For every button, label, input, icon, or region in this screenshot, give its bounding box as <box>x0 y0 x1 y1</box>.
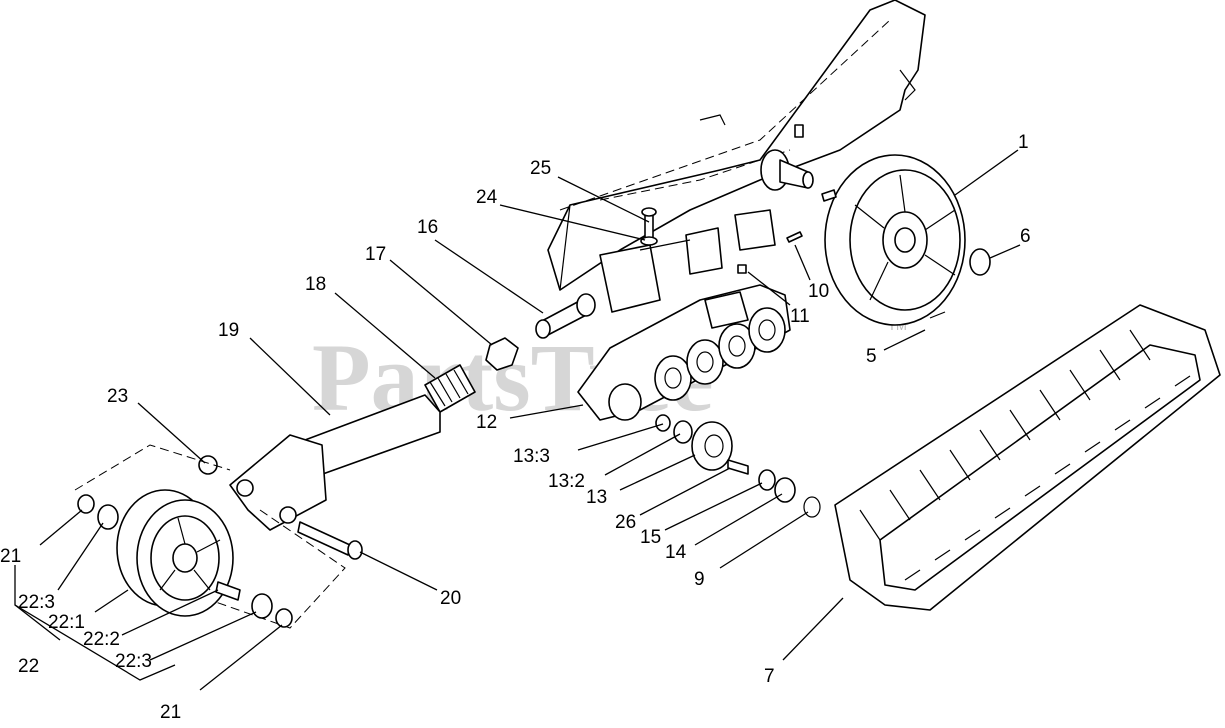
callout-22-3-bottom: 22:3 <box>115 651 152 672</box>
bolt-26 <box>727 459 749 475</box>
callout-numbers: 1 5 6 7 9 10 11 12 13:3 13:2 13 26 15 14… <box>0 132 1031 723</box>
callout-20: 20 <box>440 588 461 609</box>
sprocket-nut <box>969 248 991 276</box>
callout-5: 5 <box>866 346 877 367</box>
callout-21-top: 21 <box>0 546 21 567</box>
roller-bogie <box>577 284 791 421</box>
callout-22-3-top: 22:3 <box>18 592 55 613</box>
callout-22-1: 22:1 <box>48 612 85 633</box>
square-nut-17 <box>485 337 519 371</box>
callout-25: 25 <box>530 158 551 179</box>
washer-13-3 <box>655 414 671 432</box>
cap-14 <box>774 477 796 503</box>
nut-23 <box>198 455 218 475</box>
tension-shaft <box>535 293 596 339</box>
callout-21-bottom: 21 <box>160 702 181 723</box>
track-frame <box>547 0 926 291</box>
spacer-22-2 <box>215 581 241 601</box>
rubber-track <box>834 304 1221 611</box>
callout-13-2: 13:2 <box>548 471 585 492</box>
mount-bracket <box>599 209 776 313</box>
roller-13 <box>691 421 733 471</box>
roller-13-bore <box>704 434 724 458</box>
callout-6: 6 <box>1020 226 1031 247</box>
callout-11: 11 <box>790 306 810 327</box>
callout-1: 1 <box>1018 132 1029 153</box>
callout-22-2: 22:2 <box>83 629 120 650</box>
callout-17: 17 <box>365 244 386 265</box>
washer-21-bottom <box>275 608 293 628</box>
callout-18: 18 <box>305 274 326 295</box>
idler-wheel <box>116 489 234 617</box>
callout-13-3: 13:3 <box>513 446 550 467</box>
bearing-22-3-bottom <box>251 593 273 619</box>
bearing-13-2 <box>673 420 693 444</box>
callout-23: 23 <box>107 386 128 407</box>
washer-21-top <box>77 494 95 514</box>
callout-12: 12 <box>476 412 497 433</box>
tension-spring <box>424 364 476 413</box>
retaining-ring-9 <box>803 496 821 518</box>
washer-15 <box>758 469 776 491</box>
bolt-20 <box>297 521 363 560</box>
callout-22: 22 <box>18 656 39 677</box>
callout-16: 16 <box>417 217 438 238</box>
leader-lines <box>14 149 1021 691</box>
drive-sprocket <box>824 154 966 326</box>
sprocket-bolt <box>929 311 946 319</box>
hex-nut-11 <box>737 264 747 274</box>
callout-7: 7 <box>764 666 775 687</box>
callout-9: 9 <box>694 569 705 590</box>
callout-19: 19 <box>218 320 239 341</box>
drive-spindle <box>760 149 814 191</box>
bolt-washer <box>640 207 658 246</box>
tension-arm <box>229 394 441 531</box>
cotter-pin <box>786 231 803 243</box>
callout-24: 24 <box>476 187 498 208</box>
key-10 <box>821 189 837 202</box>
callout-10: 10 <box>808 281 829 302</box>
callout-26: 26 <box>615 512 636 533</box>
callout-14: 14 <box>665 542 687 563</box>
callout-15: 15 <box>640 527 661 548</box>
callout-13: 13 <box>586 487 607 508</box>
